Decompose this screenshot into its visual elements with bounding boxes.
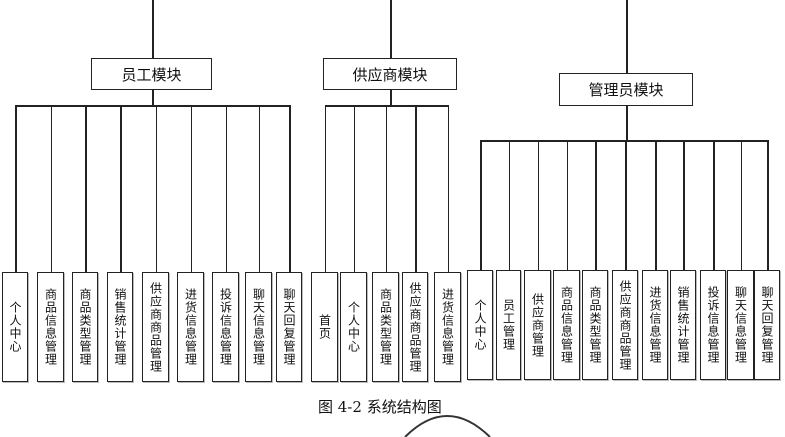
connector-line [595, 140, 597, 270]
connector-line [740, 140, 742, 270]
connector-line [415, 105, 417, 272]
function-box: 进货信息管理 [177, 272, 204, 382]
connector-line [626, 106, 628, 140]
function-box: 聊天信息管理 [245, 272, 272, 382]
function-box: 个人中心 [2, 272, 28, 382]
connector-line [50, 105, 52, 272]
function-box: 进货信息管理 [642, 270, 668, 380]
connector-line [353, 105, 355, 272]
function-box: 商品信息管理 [37, 272, 64, 382]
connector-line [480, 140, 769, 142]
connector-line [447, 105, 449, 272]
connector-line [225, 105, 227, 272]
connector-line [767, 140, 769, 270]
connector-line [385, 105, 387, 272]
figure-caption: 图 4-2 系统结构图 [318, 398, 442, 416]
connector-line [655, 140, 657, 270]
function-box: 首页 [311, 272, 338, 382]
connector-line [390, 90, 392, 105]
module-box: 员工模块 [91, 58, 212, 90]
connector-line [390, 0, 392, 58]
function-box: 商品信息管理 [553, 270, 580, 380]
connector-line [120, 105, 122, 272]
connector-line [15, 105, 17, 272]
function-box: 供应商商品管理 [142, 272, 169, 382]
connector-line [508, 140, 510, 270]
function-box: 商品类型管理 [372, 272, 399, 382]
connector-line [152, 90, 154, 105]
function-box: 供应商商品管理 [402, 272, 428, 382]
function-box: 供应商商品管理 [612, 270, 638, 380]
function-box: 投诉信息管理 [700, 270, 726, 380]
function-box: 商品类型管理 [582, 270, 608, 380]
connector-line [15, 105, 291, 107]
connector-line [480, 140, 482, 270]
connector-line [289, 105, 291, 272]
function-box: 聊天回复管理 [754, 270, 780, 380]
connector-line [626, 0, 628, 73]
module-box: 供应商模块 [323, 58, 457, 90]
connector-line [713, 140, 715, 270]
function-box: 销售统计管理 [670, 270, 696, 380]
function-box: 投诉信息管理 [212, 272, 239, 382]
connector-line [152, 0, 154, 58]
function-box: 聊天信息管理 [727, 270, 754, 380]
function-box: 员工管理 [496, 270, 521, 380]
connector-line [155, 105, 157, 272]
connector-line [683, 140, 685, 270]
function-box: 个人中心 [340, 272, 367, 382]
connector-line [324, 105, 326, 272]
module-box: 管理员模块 [559, 73, 693, 106]
connector-line [190, 105, 192, 272]
connector-line [566, 140, 568, 270]
function-box: 聊天回复管理 [276, 272, 302, 382]
connector-line [625, 140, 627, 270]
function-box: 个人中心 [467, 270, 493, 380]
function-box: 销售统计管理 [107, 272, 133, 382]
connector-line [537, 140, 539, 270]
connector-line [258, 105, 260, 272]
connector-line [85, 105, 87, 272]
function-box: 商品类型管理 [72, 272, 98, 382]
function-box: 供应商管理 [524, 270, 551, 380]
function-box: 进货信息管理 [434, 272, 461, 382]
